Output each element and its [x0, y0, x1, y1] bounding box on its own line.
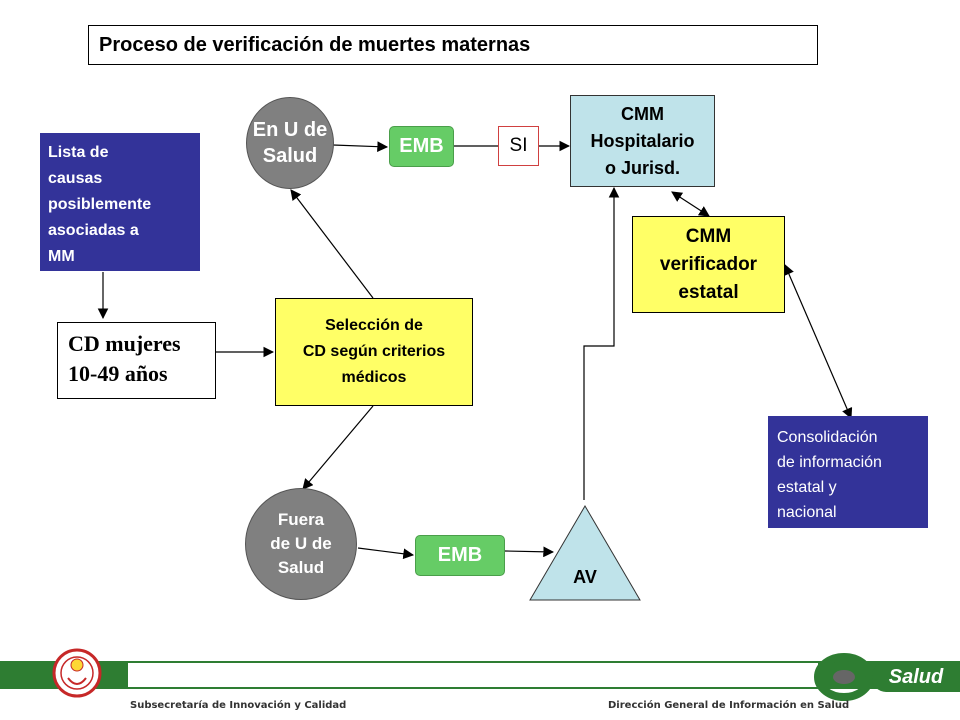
footer-right-text: Dirección General de Información en Salu… — [608, 700, 850, 711]
footer-left-text: Subsecretaría de Innovación y Calidad — [130, 700, 347, 711]
arrow-en-u-to-emb — [332, 141, 389, 153]
cmm-hosp-line: o Jurisd. — [604, 157, 680, 178]
av-triangle-shape — [529, 505, 641, 601]
arrow-av-to-cmm-hosp — [583, 186, 620, 500]
arrow-emb-to-av — [504, 546, 555, 558]
cmm-verif-line: estatal — [678, 281, 739, 303]
av-triangle — [529, 505, 641, 601]
cmm-hosp-line: Hospitalario — [590, 130, 695, 151]
cd-line: CD mujeres — [68, 331, 181, 356]
lista-line: posiblemente — [48, 196, 152, 213]
lista-line: asociadas a — [48, 222, 139, 239]
cmm-hospitalario-box: CMM Hospitalario o Jurisd. — [570, 95, 715, 187]
lista-line: Lista de — [48, 144, 109, 161]
seal-logo — [52, 648, 102, 698]
diagram-title: Proceso de verificación de muertes mater… — [88, 25, 818, 65]
seleccion-line: médicos — [341, 369, 407, 386]
arrow-seleccion-to-en-u — [290, 189, 374, 299]
cd-mujeres-box: CD mujeres 10-49 años — [57, 322, 216, 399]
salud-logo-icon — [814, 653, 874, 701]
consol-line: Consolidación — [777, 429, 878, 446]
consol-line: nacional — [777, 504, 837, 521]
arrow-cmm-verif-consolidacion — [783, 264, 853, 419]
en-u-line: Salud — [262, 145, 318, 167]
seleccion-box: Selección de CD según criterios médicos — [275, 298, 473, 406]
fuera-line: de U de — [270, 534, 332, 553]
cmm-verificador-box: CMM verificador estatal — [632, 216, 785, 313]
lista-line: causas — [48, 170, 103, 187]
av-label: AV — [573, 567, 597, 587]
consol-line: de información — [777, 454, 882, 471]
lista-causas-box: Lista de causas posiblemente asociadas a… — [40, 133, 200, 271]
si-box: SI — [498, 126, 539, 166]
emb-bottom-box: EMB — [415, 535, 505, 576]
en-u-line: En U de — [252, 119, 328, 141]
seleccion-line: CD según criterios — [302, 343, 446, 360]
fuera-line: Fuera — [277, 510, 325, 529]
cmm-verif-line: CMM — [685, 225, 732, 247]
arrow-fuera-to-emb — [357, 547, 415, 560]
arrow-seleccion-to-fuera — [302, 405, 374, 490]
fuera-u-salud-node: Fuera de U de Salud — [245, 488, 357, 600]
emb-top-box: EMB — [389, 126, 454, 167]
cmm-hosp-line: CMM — [621, 103, 664, 124]
consol-line: estatal y — [777, 479, 837, 496]
fuera-line: Salud — [277, 558, 325, 577]
salud-logo-box: Salud — [872, 662, 960, 692]
cd-line: 10-49 años — [68, 361, 168, 386]
seleccion-line: Selección de — [325, 317, 423, 334]
cmm-verif-line: verificador — [659, 253, 758, 275]
footer-white-band — [128, 663, 818, 687]
en-u-salud-node: En U de Salud — [246, 97, 334, 189]
consolidacion-box: Consolidación de información estatal y n… — [768, 416, 928, 528]
lista-line: MM — [48, 248, 75, 265]
arrow-cmm-hosp-cmm-verif — [671, 191, 710, 217]
